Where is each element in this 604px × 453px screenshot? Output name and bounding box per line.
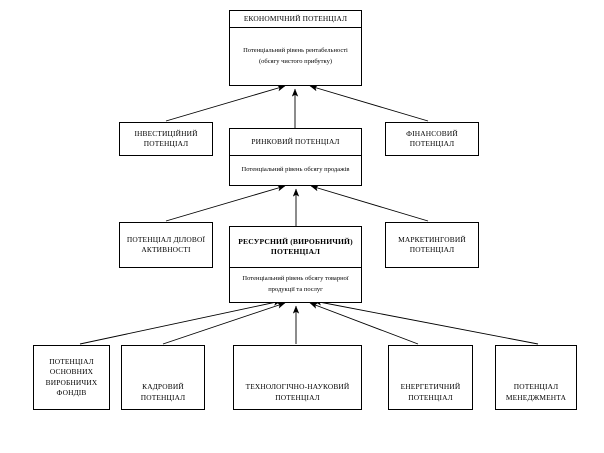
edge-management-to-resource: [313, 299, 539, 345]
edge-marketing-to-market: [310, 185, 429, 222]
node-title: РИНКОВИЙ ПОТЕНЦІАЛ: [230, 129, 361, 156]
node-title: ФІНАНСОВИЙ ПОТЕНЦІАЛ: [406, 128, 458, 148]
edge-investment-to-economic: [165, 85, 286, 122]
node-subtitle: Потенціальний рівень обсягу продажів: [241, 166, 350, 174]
node-techno-scientific-potential[interactable]: ТЕХНОЛОГІЧНО-НАУКОВИЙ ПОТЕНЦІАЛ: [233, 345, 362, 410]
node-title: ЕКОНОМІЧНИЙ ПОТЕНЦІАЛ: [230, 11, 361, 28]
node-title: ПОТЕНЦІАЛ МЕНЕДЖМЕНТА: [505, 382, 567, 402]
node-business-activity-potential[interactable]: ПОТЕНЦІАЛ ДІЛОВОЇ АКТИВНОСТІ: [119, 222, 213, 268]
edge-fixedassets-to-resource: [79, 299, 282, 345]
node-title: МАРКЕТИНГОВИЙ ПОТЕНЦІАЛ: [398, 234, 466, 254]
edge-financial-to-economic: [309, 85, 429, 122]
node-resource-production-potential[interactable]: РЕСУРСНИЙ (ВИРОБНИЧИЙ) ПОТЕНЦІАЛ Потенці…: [229, 226, 362, 303]
node-economic-potential[interactable]: ЕКОНОМІЧНИЙ ПОТЕНЦІАЛ Потенціальний ріве…: [229, 10, 362, 86]
node-title: РЕСУРСНИЙ (ВИРОБНИЧИЙ) ПОТЕНЦІАЛ: [230, 227, 361, 268]
node-energy-potential[interactable]: ЕНЕРГЕТИЧНИЙ ПОТЕНЦІАЛ: [388, 345, 473, 410]
node-title: ПОТЕНЦІАЛ ДІЛОВОЇ АКТИВНОСТІ: [126, 234, 206, 254]
edge-personnel-to-resource: [162, 302, 286, 345]
edge-business-to-market: [165, 185, 286, 222]
node-title: ІНВЕСТИЦІЙНИЙ ПОТЕНЦІАЛ: [134, 128, 198, 148]
node-title: ЕНЕРГЕТИЧНИЙ ПОТЕНЦІАЛ: [400, 382, 461, 402]
node-investment-potential[interactable]: ІНВЕСТИЦІЙНИЙ ПОТЕНЦІАЛ: [119, 122, 213, 156]
node-fixed-assets-potential[interactable]: ПОТЕНЦІАЛ ОСНОВНИХ ВИРОБНИЧИХ ФОНДІВ: [33, 345, 110, 410]
node-market-potential[interactable]: РИНКОВИЙ ПОТЕНЦІАЛ Потенціальний рівень …: [229, 128, 362, 186]
node-management-potential[interactable]: ПОТЕНЦІАЛ МЕНЕДЖМЕНТА: [495, 345, 577, 410]
node-personnel-potential[interactable]: КАДРОВИЙ ПОТЕНЦІАЛ: [121, 345, 205, 410]
node-title: КАДРОВИЙ ПОТЕНЦІАЛ: [140, 382, 186, 402]
edge-energy-to-resource: [309, 302, 419, 345]
node-marketing-potential[interactable]: МАРКЕТИНГОВИЙ ПОТЕНЦІАЛ: [385, 222, 479, 268]
node-subtitle: Потенціальний рівень рентабельності (обс…: [243, 46, 348, 65]
node-financial-potential[interactable]: ФІНАНСОВИЙ ПОТЕНЦІАЛ: [385, 122, 479, 156]
node-subtitle: Потенціальний рівень обсягу товарної про…: [242, 275, 349, 293]
node-title: ТЕХНОЛОГІЧНО-НАУКОВИЙ ПОТЕНЦІАЛ: [245, 382, 350, 402]
node-title: ПОТЕНЦІАЛ ОСНОВНИХ ВИРОБНИЧИХ ФОНДІВ: [45, 356, 98, 397]
